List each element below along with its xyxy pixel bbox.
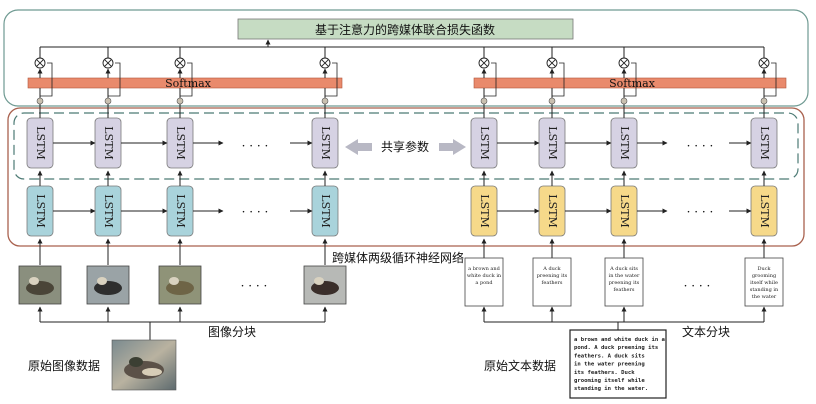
image-shared-lstm-2-label: LSTM: [174, 126, 187, 159]
original-text-line-1: pond. A duck preening its: [574, 345, 658, 351]
network-label: 跨媒体两级循环神经网络: [332, 250, 464, 265]
image-feature-node-2: [176, 97, 184, 105]
text-feature-node-1: [548, 97, 556, 105]
image-block-2: [158, 265, 202, 305]
image-blocks-label: 图像分块: [208, 325, 256, 339]
text-block-2-line-0: A duck sits: [609, 266, 638, 272]
text-block-1-line-1: preening its: [537, 273, 568, 279]
text-blocks-label: 文本分块: [682, 324, 730, 339]
ellipsis-image-blocks: · · · ·: [241, 279, 268, 293]
text-block-2-line-2: preening its: [609, 280, 640, 286]
image-block-0: [18, 265, 62, 305]
original-image-label: 原始图像数据: [28, 358, 100, 373]
original-text-line-2: feathers. A duck sits: [574, 353, 645, 359]
text-feature-node-2: [620, 97, 628, 105]
text-split-connectors: [481, 306, 767, 330]
image-lstm-2-label: LSTM: [174, 194, 187, 227]
original-text-box: a brown and white duck in a pond. A duck …: [569, 329, 667, 399]
text-shared-lstm-3-label: LSTM: [758, 126, 771, 159]
text-softmax-bar: [473, 77, 787, 89]
text-multiply-icon-0: [480, 59, 488, 67]
ellipsis-text-lstm: · · · ·: [687, 205, 714, 219]
text-block-3-line-2: itself while: [750, 280, 778, 286]
text-block-3-line-3: standing in: [750, 287, 779, 293]
text-block-3-line-4: the water: [752, 294, 777, 300]
text-multiply-icon-2: [620, 59, 628, 67]
text-block-3-line-1: grooming: [752, 273, 777, 279]
image-split-connectors: [37, 306, 328, 340]
text-bypass-line-2: [624, 62, 637, 97]
text-feature-node-0: [480, 97, 488, 105]
text-block-2-line-1: in the water: [609, 273, 640, 279]
text-lstm-1-label: LSTM: [546, 194, 559, 227]
image-block-1: [86, 265, 130, 305]
original-text-line-4: its feathers. Duck: [574, 370, 635, 376]
text-block-1-line-2: feathers: [542, 280, 563, 286]
text-bypass-line-1: [552, 62, 565, 97]
image-bypass-line-1: [108, 62, 121, 97]
text-shared-lstm-1-label: LSTM: [546, 126, 559, 159]
image-bypass-line-0: [40, 62, 53, 97]
shared-params-arrow: [345, 139, 466, 155]
text-bypass-line-3: [764, 62, 777, 97]
ellipsis-image-lstm: · · · ·: [242, 205, 269, 219]
image-multiply-icon-2: [176, 59, 184, 67]
ellipsis-text-blocks: · · · ·: [684, 279, 711, 293]
original-image: [111, 339, 177, 391]
image-shared-lstm-1-label: LSTM: [102, 126, 115, 159]
text-feature-node-3: [760, 97, 768, 105]
text-softmax-label: Softmax: [609, 77, 656, 90]
text-shared-lstm-0-label: LSTM: [478, 126, 491, 159]
original-text-line-6: standing in the water.: [574, 386, 648, 392]
text-multiply-icon-1: [548, 59, 556, 67]
image-bypass-line-3: [325, 62, 338, 97]
shared-params-frame: [13, 112, 799, 180]
original-text-label: 原始文本数据: [484, 358, 556, 373]
text-lstm-0-label: LSTM: [478, 194, 491, 227]
image-softmax-bar: [27, 77, 343, 89]
text-block-0-line-2: a pond: [475, 280, 493, 286]
image-feature-node-0: [36, 97, 44, 105]
text-block-0-line-0: a brown and: [468, 266, 500, 272]
network-frame: [7, 107, 805, 247]
image-lstm-3-label: LSTM: [319, 194, 332, 227]
text-multiply-icon-3: [760, 59, 768, 67]
image-shared-lstm-3-label: LSTM: [319, 126, 332, 159]
image-multiply-icon-3: [321, 59, 329, 67]
ellipsis-shared-image: · · · ·: [242, 139, 269, 153]
text-lstm-2-label: LSTM: [618, 194, 631, 227]
shared-params-label: 共享参数: [381, 139, 429, 154]
text-block-2-line-3: feathers: [614, 287, 635, 293]
text-block-1-line-0: A duck: [542, 266, 561, 272]
loss-function-title: 基于注意力的跨媒体联合损失函数: [315, 22, 495, 37]
text-shared-lstm-2-label: LSTM: [618, 126, 631, 159]
image-lstm-1-label: LSTM: [102, 194, 115, 227]
image-bypass-line-2: [180, 62, 193, 97]
text-lstm-3-label: LSTM: [758, 194, 771, 227]
original-text-line-5: grooming itself while: [574, 378, 645, 384]
original-text-line-3: in the water preening: [574, 362, 645, 368]
image-multiply-icon-1: [104, 59, 112, 67]
text-block-0-line-1: white duck in: [467, 273, 502, 279]
attention-section-frame: [3, 9, 809, 107]
ellipsis-shared-text: · · · ·: [687, 139, 714, 153]
loss-function-box: [237, 18, 574, 40]
image-feature-node-3: [321, 97, 329, 105]
image-block-3: [303, 265, 347, 305]
diagram-components: LSTM LSTM LSTM LSTM LSTM LSTM LSTM LSTM LSTM LSTM…: [18, 39, 784, 307]
text-bypass-line-0: [484, 62, 497, 97]
text-block-3-line-0: Duck: [757, 266, 771, 272]
image-shared-lstm-0-label: LSTM: [34, 126, 47, 159]
image-softmax-label: Softmax: [165, 77, 212, 90]
image-lstm-0-label: LSTM: [34, 194, 47, 227]
image-multiply-icon-0: [36, 59, 44, 67]
image-feature-node-1: [104, 97, 112, 105]
original-text-line-0: a brown and white duck in a: [574, 337, 666, 343]
